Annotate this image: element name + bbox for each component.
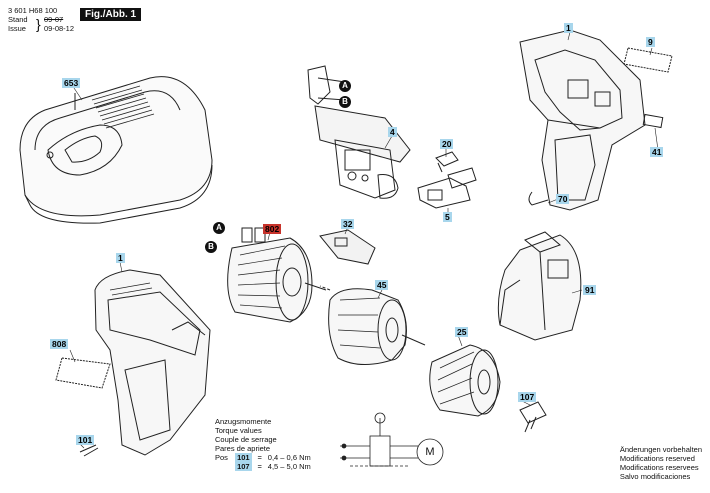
torque-row-101: Pos 101 = 0,4 – 0,6 Nm	[215, 453, 311, 462]
note-es: Salvo modificaciones	[619, 472, 691, 481]
battery-drawing	[497, 231, 582, 341]
torque-row-107: 107 = 4,5 – 5,0 Nm	[215, 462, 311, 471]
marker-b-motor: B	[205, 241, 217, 253]
stand-label: Stand	[8, 15, 28, 24]
small-parts-drawing	[417, 151, 477, 209]
date-brace: }	[36, 16, 41, 32]
callout-9: 9	[646, 37, 655, 47]
callout-101: 101	[76, 435, 95, 445]
torque-line-en: Torque values	[215, 426, 262, 435]
callout-70: 70	[556, 194, 570, 204]
issue-label: Issue	[8, 24, 26, 33]
housing-right-drawing	[519, 29, 646, 211]
torque-pos-107: 107	[235, 462, 252, 471]
figure-label: Fig./Abb. 1	[80, 8, 142, 21]
charger-drawing	[19, 76, 213, 224]
wiring-schematic	[340, 412, 444, 467]
torque-line-es: Pares de apriete	[215, 444, 271, 453]
gearbox-drawing	[319, 285, 426, 365]
callout-653: 653	[62, 78, 81, 88]
housing-left-drawing	[94, 269, 211, 456]
torque-eq-101: =	[257, 453, 262, 462]
note-de: Änderungen vorbehalten	[619, 445, 702, 454]
motor-symbol: M	[425, 446, 435, 458]
torque-pos-101: 101	[235, 453, 252, 462]
callout-45: 45	[375, 280, 389, 290]
callout-20: 20	[440, 139, 454, 149]
callout-802: 802	[263, 224, 282, 234]
pos-label: Pos	[215, 453, 228, 462]
callout-1-left: 1	[116, 253, 125, 263]
screw-107-drawing	[519, 401, 547, 433]
note-en: Modifications reserved	[619, 454, 695, 463]
chuck-drawing	[429, 344, 501, 417]
note-fr: Modifications reservees	[619, 463, 699, 472]
callout-4: 4	[388, 127, 397, 137]
callout-808: 808	[50, 339, 69, 349]
torque-eq-107: =	[257, 462, 262, 471]
callout-1-top: 1	[564, 23, 573, 33]
motor-drawing	[227, 227, 327, 323]
torque-value-107: 4,5 – 5,0 Nm	[267, 462, 311, 471]
marker-a-motor: A	[213, 222, 225, 234]
old-date: 09-07	[44, 15, 64, 24]
callout-107: 107	[518, 392, 537, 402]
callout-32: 32	[341, 219, 355, 229]
part-number: 3 601 H68 100	[8, 6, 58, 15]
marker-a-top: A	[339, 80, 351, 92]
torque-line-fr: Couple de serrage	[215, 435, 277, 444]
callout-41: 41	[650, 147, 664, 157]
torque-values: Anzugsmomente Torque values Couple de se…	[215, 417, 311, 471]
torque-value-101: 0,4 – 0,6 Nm	[267, 453, 311, 462]
callout-25: 25	[455, 327, 469, 337]
modification-notes: Änderungen vorbehalten Modifications res…	[620, 445, 702, 481]
callout-91: 91	[583, 285, 597, 295]
callout-5: 5	[443, 212, 452, 222]
torque-line-de: Anzugsmomente	[215, 417, 272, 426]
new-date: 09-08-12	[44, 24, 75, 33]
marker-b-top: B	[339, 96, 351, 108]
